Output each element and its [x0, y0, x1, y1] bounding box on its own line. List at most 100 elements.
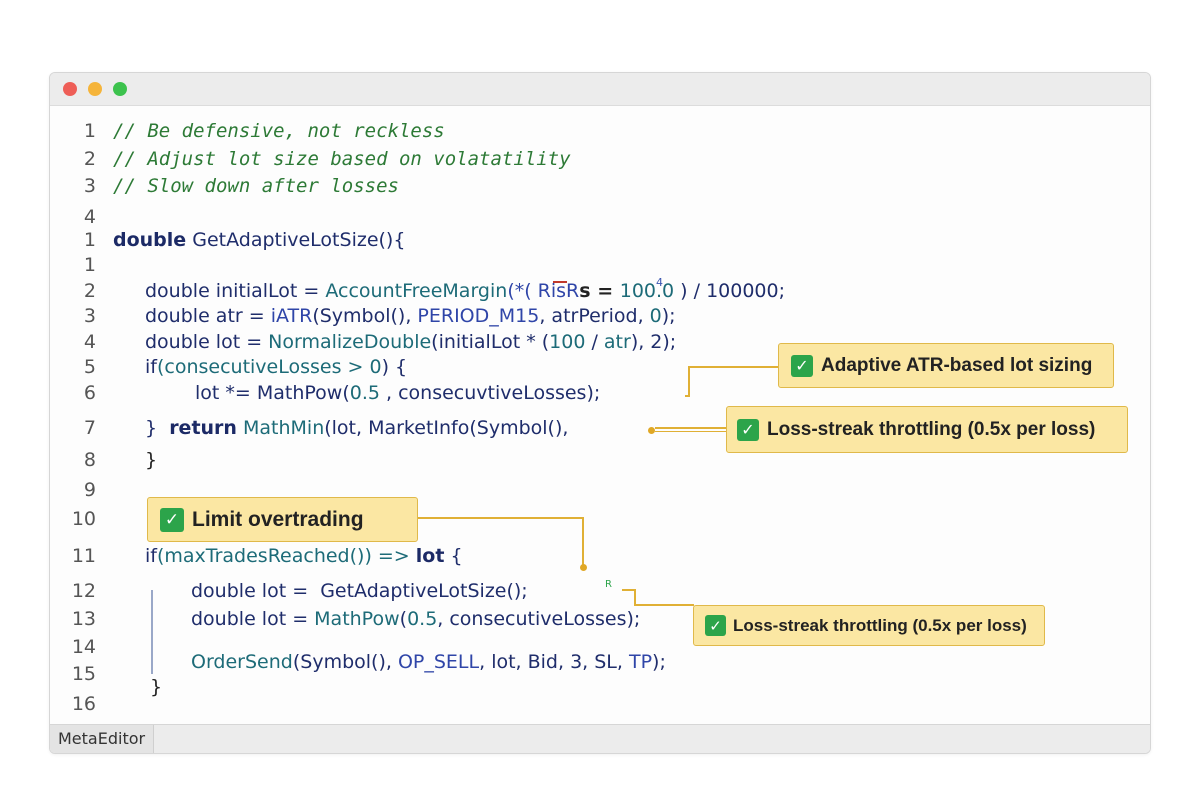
code-token: ); [652, 651, 666, 673]
line-number: 6 [83, 382, 96, 404]
code-token: , atrPeriod, [539, 305, 650, 327]
stray-mark: R [605, 579, 612, 590]
line-number: 8 [83, 449, 96, 471]
keyword: return [169, 417, 237, 439]
line-number: 11 [71, 545, 96, 567]
leader-line [655, 431, 727, 432]
keyword: lot [415, 545, 445, 567]
code-token: / [585, 331, 604, 353]
callout-adaptive-atr: ✓ Adaptive ATR-based lot sizing [778, 343, 1114, 388]
title-bar [50, 73, 1150, 106]
leader-dot [580, 564, 587, 571]
function-signature: GetAdaptiveLotSize(){ [186, 229, 406, 251]
code-line: double initialLot = AccountFreeMargin(*(… [145, 280, 785, 302]
maximize-window-button[interactable] [113, 82, 127, 96]
code-token: 0 [649, 305, 662, 327]
code-token: ) / 100000; [674, 280, 786, 302]
callout-limit-overtrading: ✓ Limit overtrading [147, 497, 418, 542]
stray-superscript: 4 [656, 276, 663, 289]
leader-line [685, 395, 690, 397]
code-line: if(consecutiveLosses > 0) { [145, 356, 407, 378]
code-token: , consecuvtiveLosses); [379, 382, 601, 404]
code-line: double GetAdaptiveLotSize(){ [113, 229, 405, 251]
callout-label: Loss-streak throttling (0.5x per loss) [733, 615, 1027, 635]
line-number: 16 [71, 693, 96, 715]
line-number: 2 [83, 148, 96, 170]
code-token: MathMin [236, 417, 325, 439]
line-number: 10 [71, 508, 96, 530]
checkmark-icon: ✓ [791, 354, 813, 377]
leader-line [688, 366, 778, 368]
code-token: (Symbol(), [312, 305, 418, 327]
code-token: TP [628, 651, 653, 673]
code-token: AccountFreeMargin [325, 280, 508, 302]
line-number: 7 [83, 417, 96, 439]
code-token: (initialLot * ( [431, 331, 550, 353]
code-token: ) { [381, 356, 408, 378]
code-token: (lot, MarketInfo(Symbol(), [324, 417, 569, 439]
line-number: 13 [71, 608, 96, 630]
code-comment: // Adjust lot size based on volatatility [113, 148, 571, 170]
code-token: MathPow [314, 608, 400, 630]
leader-line [634, 604, 694, 606]
code-token: double lot = [191, 580, 315, 602]
line-number: 5 [83, 356, 96, 378]
code-token: lot *= [195, 382, 257, 404]
minimize-window-button[interactable] [88, 82, 102, 96]
line-number: 12 [71, 580, 96, 602]
squiggle-mark [553, 281, 567, 283]
code-token: iATR [270, 305, 313, 327]
code-token: if [145, 545, 157, 567]
close-window-button[interactable] [63, 82, 77, 96]
code-token: double initialLot = [145, 280, 326, 302]
code-token: double lot = [145, 331, 269, 353]
code-token: , lot, Bid, 3, SL, [479, 651, 629, 673]
code-token: (*( RisR [507, 280, 580, 302]
code-token: (maxTradesReached()) => [156, 545, 416, 567]
code-token: 100.0 [619, 280, 675, 302]
line-number: 1 [83, 254, 96, 276]
line-number: 4 [83, 331, 96, 353]
code-token: } [145, 417, 158, 439]
line-number: 3 [83, 175, 96, 197]
code-token: GetAdaptiveLotSize(); [314, 580, 528, 602]
code-comment: // Be defensive, not reckless [113, 120, 445, 142]
code-line: double lot = MathPow(0.5, consecutiveLos… [191, 608, 640, 630]
line-number: 1 [83, 229, 96, 251]
code-token: , consecutiveLosses); [437, 608, 641, 630]
code-token: if [145, 356, 157, 378]
code-token: atr [603, 331, 631, 353]
keyword: double [113, 229, 187, 251]
code-token: 0 [369, 356, 382, 378]
scope-guide-line [151, 590, 153, 674]
line-number: 3 [83, 305, 96, 327]
leader-line [582, 517, 584, 567]
code-token: double atr = [145, 305, 271, 327]
code-line: } [150, 676, 163, 698]
code-line: if(maxTradesReached()) => lot { [145, 545, 463, 567]
code-comment: // Slow down after losses [113, 175, 399, 197]
code-token: (consecutiveLosses > [156, 356, 370, 378]
code-token: ( [342, 382, 350, 404]
leader-line [622, 589, 634, 591]
line-number: 2 [83, 280, 96, 302]
code-token: 100 [549, 331, 586, 353]
callout-label: Loss-streak throttling (0.5x per loss) [767, 418, 1096, 440]
code-line: lot *= MathPow(0.5 , consecuvtiveLosses)… [195, 382, 600, 404]
leader-line [688, 366, 690, 396]
callout-label: Limit overtrading [192, 507, 364, 531]
code-token: ); [661, 305, 676, 327]
code-token: PERIOD_M15 [417, 305, 540, 327]
leader-line [655, 427, 727, 429]
editor-tab[interactable]: MetaEditor [50, 725, 155, 753]
status-bar: MetaEditor [50, 724, 1150, 753]
code-token: MathPow [256, 382, 343, 404]
code-token: ( [399, 608, 408, 630]
line-number: 15 [71, 663, 96, 685]
code-line: } [145, 449, 158, 471]
code-token: OrderSend [191, 651, 293, 673]
line-number: 4 [83, 206, 96, 228]
line-number: 9 [83, 479, 96, 501]
code-line: double lot = GetAdaptiveLotSize(); [191, 580, 528, 602]
code-line: OrderSend(Symbol(), OP_SELL, lot, Bid, 3… [191, 651, 666, 673]
